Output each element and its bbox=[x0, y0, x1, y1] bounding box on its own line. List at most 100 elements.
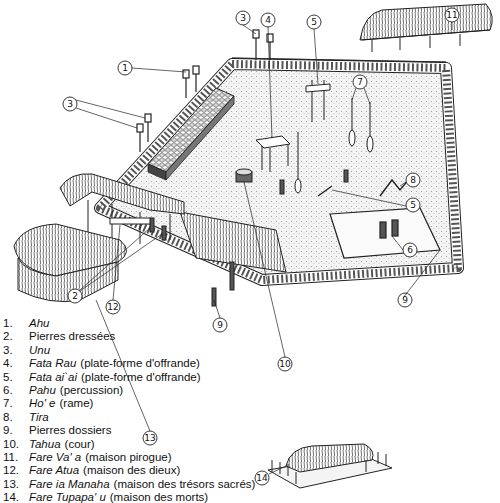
unu-boards bbox=[267, 34, 273, 42]
legend-row: 1.Ahu bbox=[3, 316, 53, 330]
stone-wall bbox=[100, 64, 458, 280]
item-number: 8. bbox=[3, 410, 25, 424]
legend-row: 12.Fare Atua(maison des dieux) bbox=[3, 463, 184, 477]
callout-number: 2 bbox=[65, 289, 85, 303]
unu-boards bbox=[255, 36, 256, 60]
inner-enclosure bbox=[392, 220, 398, 236]
item-name: Pierres dressées bbox=[29, 330, 115, 342]
legend-row: 7.Ho' e(rame) bbox=[3, 396, 97, 410]
item-name: Unu bbox=[29, 344, 50, 356]
item-number: 1. bbox=[3, 316, 25, 330]
legend-row: 14.Fare Tupapa' u(maison des morts) bbox=[3, 490, 212, 503]
leader-lines bbox=[352, 88, 356, 100]
leader-lines bbox=[132, 68, 186, 72]
item-name: Fare Va' a bbox=[29, 451, 81, 463]
item-name: Fare Atua bbox=[29, 464, 79, 476]
item-name: Fata ai`ai bbox=[29, 371, 77, 383]
item-number: 7. bbox=[3, 396, 25, 410]
unu-boards bbox=[145, 114, 151, 122]
item-translation: (maison des trésors sacrés) bbox=[114, 478, 256, 490]
leader-lines bbox=[244, 182, 285, 357]
offering-platform bbox=[270, 148, 271, 172]
leader-lines bbox=[76, 100, 145, 118]
hoe-paddles bbox=[349, 130, 355, 146]
pahu-drum bbox=[236, 169, 252, 182]
house-of-dead bbox=[296, 472, 297, 484]
ahu-platform bbox=[148, 88, 234, 180]
item-translation: (cour) bbox=[65, 438, 95, 450]
canoe-house bbox=[372, 40, 373, 52]
ahu-platform bbox=[148, 164, 166, 180]
tira bbox=[380, 178, 410, 196]
item-name: Tahua bbox=[29, 438, 61, 450]
legend-row: 10.Tahua(cour) bbox=[3, 437, 99, 451]
offering-platform bbox=[256, 80, 330, 172]
callout-number: 11 bbox=[442, 8, 462, 22]
leader-lines bbox=[214, 300, 220, 318]
item-number: 9. bbox=[3, 423, 25, 437]
canoe-house bbox=[460, 34, 461, 46]
legend-row: 5.Fata ai`ai(plate-forme d'offrande) bbox=[3, 370, 205, 384]
standing-stones bbox=[162, 226, 166, 240]
house-of-dead bbox=[272, 452, 386, 476]
legend-row: 11.Fare Va' a(maison pirogue) bbox=[3, 450, 176, 464]
offering-platform bbox=[306, 84, 330, 92]
god-house bbox=[140, 212, 141, 244]
callout-number: 4 bbox=[258, 13, 278, 27]
house-of-dead bbox=[366, 460, 367, 472]
callout-number: 1 bbox=[115, 61, 135, 75]
court-tahua bbox=[100, 64, 458, 280]
offering-platform bbox=[262, 146, 263, 170]
callout-number: 8 bbox=[403, 173, 423, 187]
leader-lines bbox=[113, 225, 120, 300]
hoe-paddles bbox=[295, 98, 373, 193]
unu-boards bbox=[183, 70, 189, 78]
stone-wall bbox=[232, 58, 446, 62]
house-of-dead bbox=[286, 444, 373, 472]
inner-enclosure bbox=[380, 222, 386, 238]
item-translation: (plate-forme d'offrande) bbox=[81, 371, 201, 383]
item-translation: (maison des dieux) bbox=[83, 464, 180, 476]
item-translation: (maison des morts) bbox=[110, 491, 208, 503]
canoe-house bbox=[360, 4, 492, 40]
item-number: 13. bbox=[3, 477, 25, 491]
item-number: 11. bbox=[3, 450, 25, 464]
callout-number: 13 bbox=[140, 431, 160, 445]
leader-lines bbox=[392, 236, 403, 250]
legend-row: 2. Pierres dressées bbox=[3, 329, 119, 343]
stone-wall bbox=[100, 64, 458, 280]
legend-row: 9.Pierres dossiers bbox=[3, 423, 115, 437]
hoe-paddles bbox=[298, 132, 299, 186]
treasure-house bbox=[14, 224, 127, 302]
unu-boards bbox=[269, 40, 270, 60]
callout-circles bbox=[63, 8, 459, 485]
god-house bbox=[60, 174, 184, 214]
callout-number: 6 bbox=[400, 243, 420, 257]
leader-lines bbox=[400, 182, 406, 186]
leader-lines bbox=[403, 250, 440, 298]
unu-boards bbox=[185, 76, 186, 98]
pahu-drum bbox=[236, 169, 252, 175]
standing-stones bbox=[344, 170, 348, 182]
inner-enclosure bbox=[330, 208, 440, 258]
callout-number: 3 bbox=[60, 97, 80, 111]
callout-number: 9 bbox=[210, 318, 230, 332]
item-number: 2. bbox=[3, 329, 25, 343]
leader-lines bbox=[243, 25, 256, 34]
item-number: 3. bbox=[3, 343, 25, 357]
canoe-house bbox=[360, 4, 492, 52]
leader-lines bbox=[76, 108, 137, 128]
leader-lines bbox=[364, 88, 370, 104]
item-name: Fare ia Manaha bbox=[29, 478, 110, 490]
offering-platform bbox=[288, 144, 289, 166]
ahu-platform bbox=[166, 96, 234, 180]
callout-number: 5 bbox=[403, 198, 423, 212]
item-number: 6. bbox=[3, 383, 25, 397]
callout-number: 5 bbox=[304, 15, 324, 29]
callout-number: 10 bbox=[275, 357, 295, 371]
callout-number: 9 bbox=[395, 293, 415, 307]
unu-boards bbox=[195, 72, 196, 92]
item-name: Pahu bbox=[29, 384, 56, 396]
stone-wall bbox=[100, 58, 458, 280]
